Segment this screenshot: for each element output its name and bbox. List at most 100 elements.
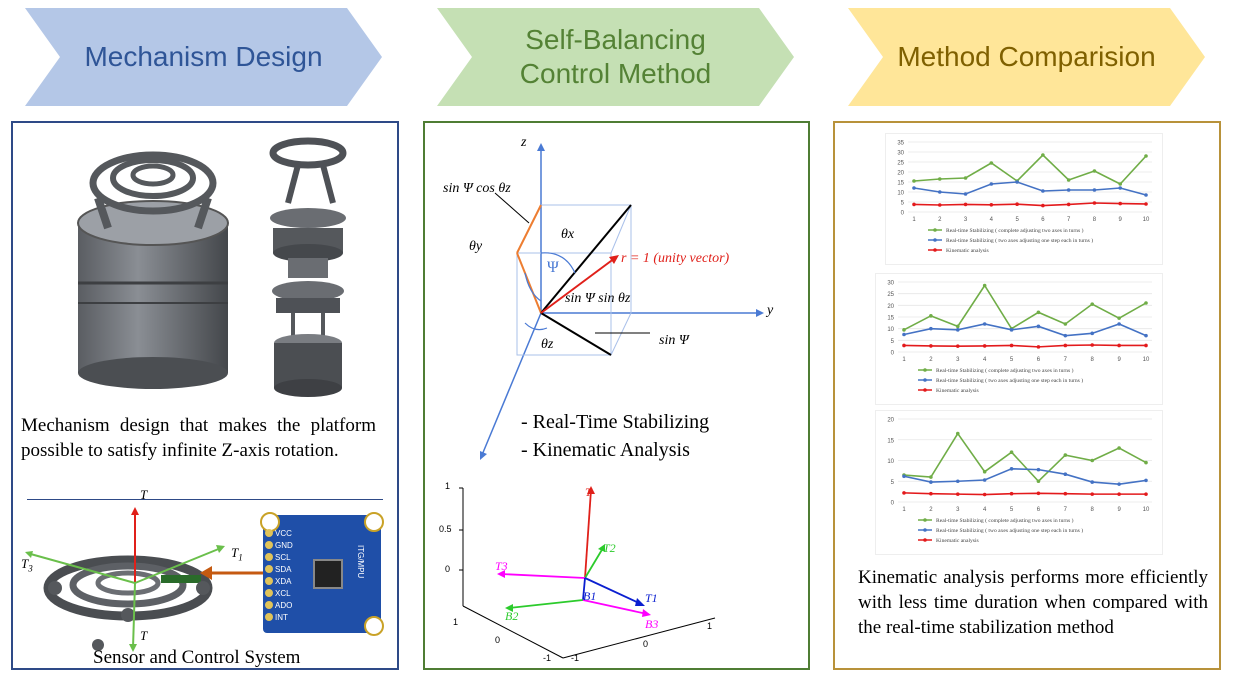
legend-swatch-marker	[923, 538, 927, 542]
data-point	[1036, 324, 1041, 329]
pin-pad	[265, 565, 273, 573]
data-point	[929, 326, 933, 331]
data-point	[963, 192, 968, 196]
data-point	[1041, 189, 1045, 193]
y-tick-label: 10	[887, 327, 894, 333]
data-point	[1117, 446, 1121, 450]
data-point	[1066, 202, 1071, 207]
series-line	[903, 467, 1147, 485]
data-point	[1009, 467, 1014, 471]
series-line	[903, 492, 1146, 496]
x-tick-label: 2	[938, 217, 942, 223]
y-tick-label: 30	[897, 151, 904, 157]
mpu-chip	[313, 559, 343, 589]
y-tick-label: 5	[891, 339, 895, 345]
y-tick-label: 20	[897, 171, 904, 177]
z-tick-1: 1	[445, 481, 451, 491]
legend-label: Kinematic analysis	[936, 388, 979, 394]
x-tick-label: 7	[1064, 357, 1068, 363]
gimbal-vector-diagram	[25, 507, 225, 652]
legend-label: Real-time Stabilizing ( complete adjusti…	[936, 517, 1074, 524]
x-tick-label: 3	[956, 507, 960, 513]
data-point	[1117, 322, 1121, 326]
x-tick-label: 6	[1041, 217, 1045, 223]
mpu-sensor-board: VCC GND SCL SDA XDA XCL ADO INT ITG/MPU	[260, 512, 384, 636]
conclusion-text: Kinematic analysis performs more efficie…	[858, 567, 1208, 638]
vector-label-t-bottom: T	[140, 628, 148, 643]
data-point	[955, 344, 960, 348]
x-tick-label: 3	[964, 217, 968, 223]
pin-row: SCL	[265, 551, 301, 563]
x-tick-label: 1	[902, 507, 906, 513]
y-tick-label: 15	[887, 438, 894, 444]
plot-label-t1: T1	[645, 591, 658, 605]
data-point	[1036, 310, 1041, 315]
data-point	[929, 491, 933, 496]
legend-label: Kinematic analysis	[946, 248, 989, 254]
y-tick-label: 5	[891, 480, 895, 486]
mechanism-3d-illustration	[77, 137, 347, 397]
chevron-arrow-shape	[437, 8, 794, 106]
x-tick-label: 5	[1015, 217, 1019, 223]
data-point	[955, 479, 960, 484]
data-point	[1063, 453, 1068, 457]
plot-label-b3: B3	[645, 617, 659, 631]
data-point	[929, 475, 933, 479]
data-point	[1063, 491, 1068, 496]
pin-label: XDA	[275, 576, 292, 586]
x-tick-label: 3	[956, 357, 960, 363]
data-point	[1009, 328, 1014, 332]
pin-pad	[265, 541, 273, 549]
data-point	[1144, 333, 1148, 338]
data-point	[1144, 343, 1148, 348]
label-sin-psi-sin-theta: sin Ψ sin θz	[565, 291, 631, 306]
x-tick-label: 6	[1037, 357, 1041, 363]
data-point	[937, 203, 942, 207]
data-point	[1144, 202, 1148, 206]
data-point	[912, 202, 916, 207]
data-point	[1117, 482, 1121, 486]
data-point	[902, 491, 906, 495]
series-line	[903, 323, 1147, 337]
method-bullet-list: - Real-Time Stabilizing - Kinematic Anal…	[521, 408, 709, 464]
pin-pad	[265, 613, 273, 621]
pin-label: XCL	[275, 588, 291, 598]
data-point	[1090, 480, 1095, 484]
data-point	[902, 474, 906, 479]
data-point	[1063, 343, 1068, 348]
banner-label: Method Comparision	[897, 41, 1156, 72]
x-tick-label: 9	[1117, 507, 1121, 513]
data-point	[1015, 202, 1019, 206]
y-tick-label: 10	[897, 191, 904, 197]
legend-label: Real-time Stabilizing ( complete adjusti…	[936, 367, 1074, 374]
data-point	[1144, 301, 1148, 305]
x-tick-label: 8	[1093, 217, 1097, 223]
data-point	[1117, 316, 1121, 320]
data-point	[982, 322, 987, 326]
legend-label: Real-time Stabilizing ( two axes adjusti…	[936, 377, 1083, 384]
data-point	[1015, 180, 1019, 184]
data-point	[1063, 333, 1068, 338]
data-point	[982, 478, 987, 482]
vector-label-t3-sub: 3	[28, 563, 33, 574]
x-tick-label: 8	[1091, 507, 1095, 513]
data-point	[1144, 460, 1148, 465]
data-point	[902, 343, 906, 348]
data-point	[937, 177, 942, 181]
data-point	[1009, 491, 1014, 496]
x-tick-label: 4	[990, 217, 994, 223]
x-tick-label: 1	[912, 217, 916, 223]
data-point	[1009, 450, 1014, 454]
vector-label-t3-main: T	[21, 556, 29, 571]
data-point	[989, 182, 994, 186]
banner-label: Self-Balancing Control Method	[437, 8, 794, 106]
bullet-kinematic: - Kinematic Analysis	[521, 439, 690, 461]
pin-row: XCL	[265, 587, 301, 599]
legend-label: Kinematic analysis	[936, 538, 979, 544]
legend-swatch-marker	[923, 528, 927, 532]
vector-label-t1-main: T	[231, 545, 239, 560]
